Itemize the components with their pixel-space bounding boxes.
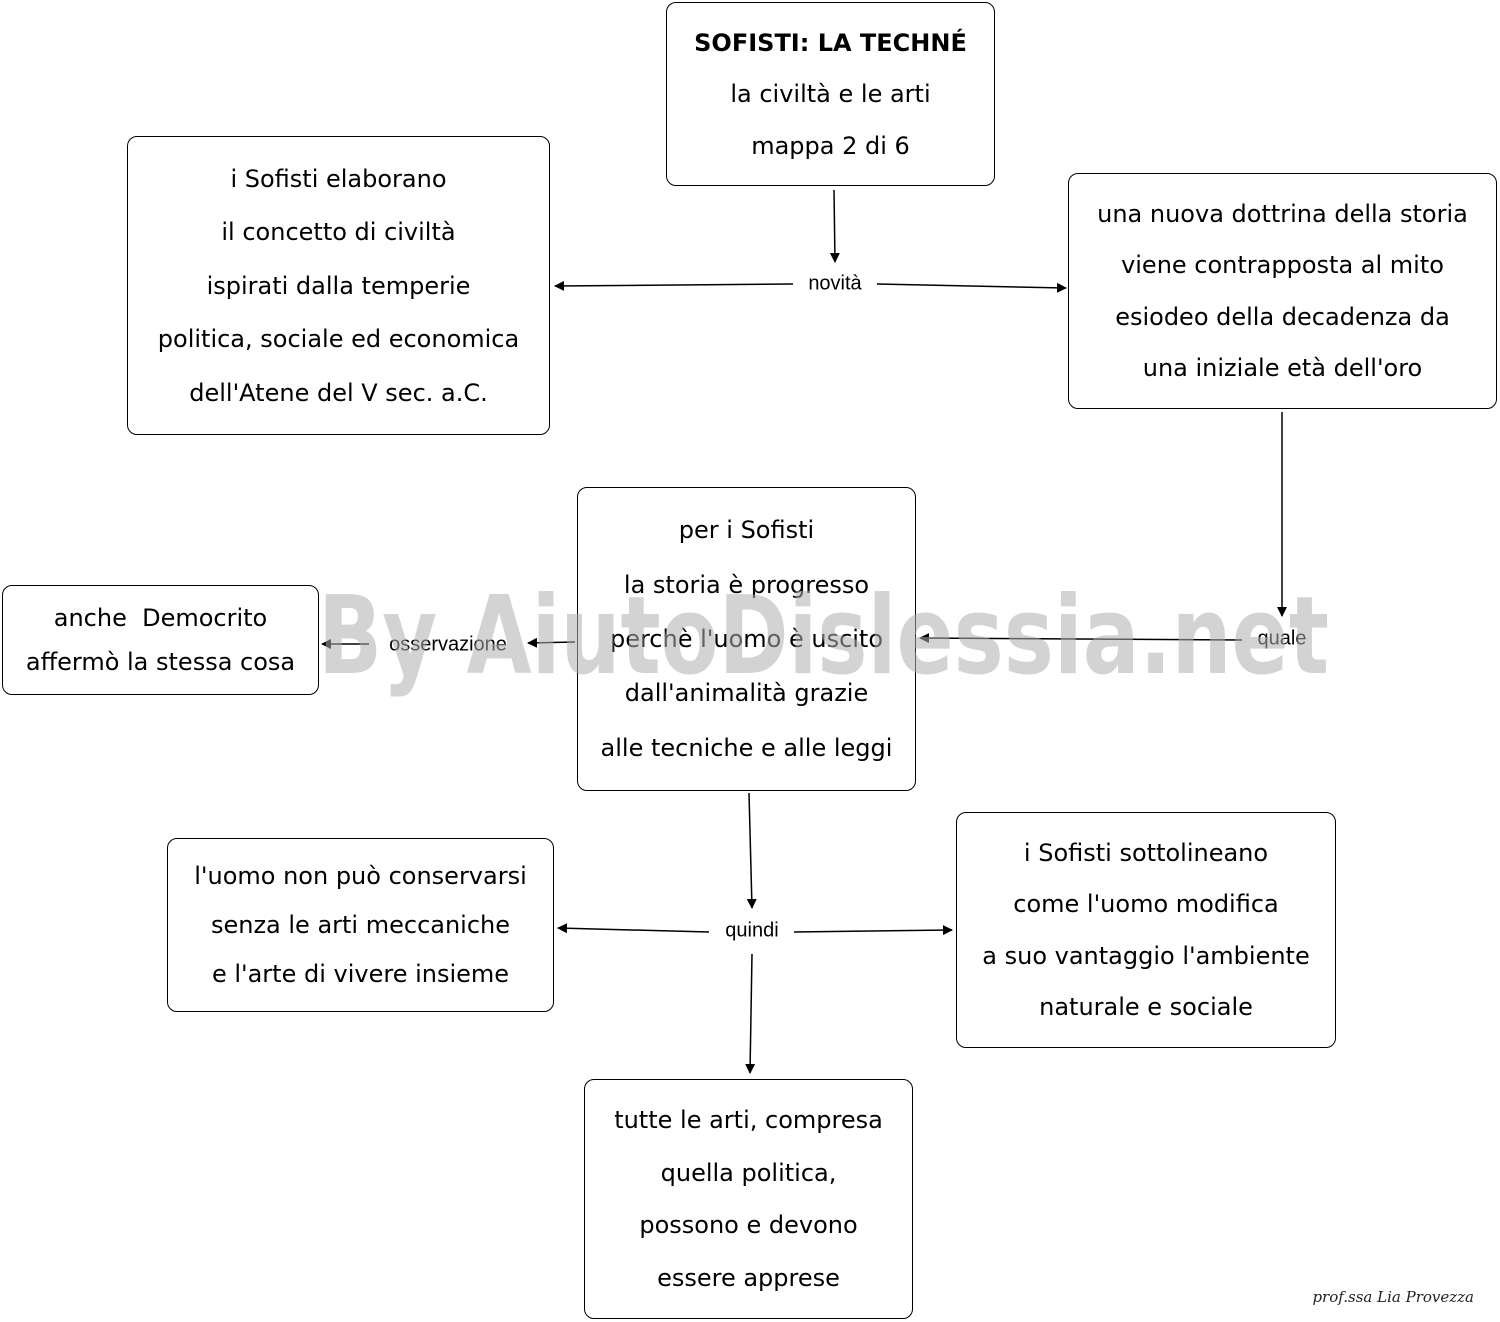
learned-line: possono e devono: [639, 1211, 858, 1240]
democritus-line: affermò la stessa cosa: [25, 648, 296, 676]
arrow-novita-to-concept: [554, 280, 794, 291]
environment-line: a suo vantaggio l'ambiente: [982, 941, 1310, 970]
arrow-title-to-novita: [829, 189, 840, 263]
arrow-quindi-to-arts: [557, 923, 710, 934]
arts-line: l'uomo non può conservarsi: [194, 862, 527, 890]
democritus-box: anche Democrito affermò la stessa cosa: [2, 585, 319, 695]
learned-box: tutte le arti, compresa quella politica,…: [584, 1079, 913, 1319]
connector-quindi: quindi: [719, 919, 785, 943]
title-box: SOFISTI: LA TECHNÉ la civiltà e le arti …: [666, 2, 995, 186]
arrow-quale-to-progress: [919, 633, 1243, 644]
map-number: mappa 2 di 6: [751, 131, 910, 160]
concept-box: i Sofisti elaborano il concetto di civil…: [127, 136, 550, 435]
arrow-novita-to-doctrine: [876, 282, 1067, 293]
progress-line: dall'animalità grazie: [624, 679, 869, 708]
concept-line: i Sofisti elaborano: [230, 164, 447, 193]
concept-line: dell'Atene del V sec. a.C.: [189, 378, 488, 407]
progress-line: alle tecniche e alle leggi: [600, 733, 893, 762]
arrow-quindi-to-learned: [745, 953, 756, 1074]
connector-novita: novità: [802, 272, 868, 296]
concept-line: il concetto di civiltà: [221, 218, 456, 246]
arts-box: l'uomo non può conservarsi senza le arti…: [167, 838, 554, 1012]
progress-line: la storia è progresso: [623, 570, 870, 599]
arts-line: senza le arti meccaniche: [210, 911, 511, 939]
environment-box: i Sofisti sottolineano come l'uomo modif…: [956, 812, 1336, 1048]
author-signature: prof.ssa Lia Provezza: [1312, 1288, 1474, 1306]
connector-quale: quale: [1251, 627, 1313, 651]
progress-line: per i Sofisti: [678, 516, 815, 545]
environment-line: naturale e sociale: [1039, 993, 1253, 1022]
concept-line: politica, sociale ed economica: [157, 325, 520, 353]
doctrine-line: una nuova dottrina della storia: [1097, 199, 1468, 228]
learned-line: quella politica,: [660, 1158, 837, 1187]
doctrine-line: viene contrapposta al mito: [1121, 251, 1444, 280]
arrow-quindi-to-environment: [793, 925, 953, 936]
progress-line: perchè l'uomo è uscito: [609, 624, 884, 653]
environment-line: come l'uomo modifica: [1013, 890, 1279, 919]
environment-line: i Sofisti sottolineano: [1023, 838, 1269, 867]
learned-line: essere apprese: [657, 1263, 840, 1292]
arts-line: e l'arte di vivere insieme: [211, 960, 510, 988]
map-title: SOFISTI: LA TECHNÉ: [694, 28, 967, 57]
learned-line: tutte le arti, compresa: [614, 1106, 883, 1135]
arrow-progress-to-quindi: [746, 792, 757, 909]
map-subtitle: la civiltà e le arti: [730, 80, 931, 108]
democritus-line: anche Democrito: [53, 604, 268, 632]
progress-box: per i Sofisti la storia è progresso perc…: [577, 487, 916, 791]
doctrine-line: esiodeo della decadenza da: [1115, 302, 1450, 331]
arrow-progress-to-osservazione: [527, 637, 576, 648]
concept-line: ispirati dalla temperie: [206, 271, 471, 300]
doctrine-box: una nuova dottrina della storia viene co…: [1068, 173, 1497, 409]
connector-osservazione: osservazione: [383, 633, 513, 657]
doctrine-line: una iniziale età dell'oro: [1142, 354, 1423, 383]
